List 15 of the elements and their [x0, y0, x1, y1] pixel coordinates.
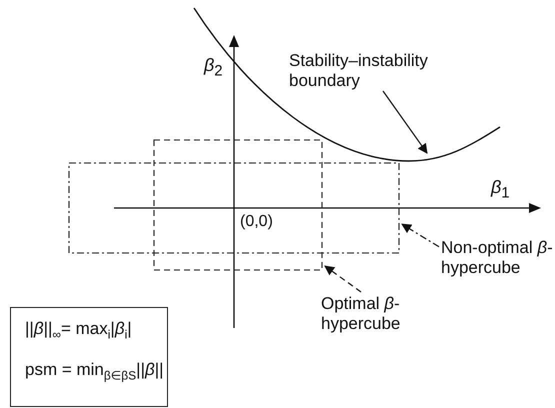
callout-text: Non-optimal β-hypercube: [441, 238, 555, 278]
formula-text: psm = min$_{β∈βS}$||β||: [25, 359, 164, 385]
leader-arrow: [324, 266, 362, 292]
formula-box: [10, 307, 168, 407]
hypercube-rectangle: [68, 162, 400, 254]
callout-text: Optimal β-hypercube: [321, 294, 441, 334]
origin-label: (0,0): [240, 213, 273, 231]
boundary-curve: [193, 8, 500, 162]
axis-label: β$_{1}$: [491, 178, 510, 203]
leader-arrow: [382, 90, 428, 154]
callout-text: Stability–instability boundary: [289, 51, 469, 91]
hypercube-rectangle: [153, 139, 323, 271]
formula-text: ||β||$_{∞}$= max$_{i}$|β$_{i}$|: [25, 318, 132, 344]
leader-arrow: [401, 224, 440, 248]
axis-label: β$_{2}$: [204, 56, 223, 81]
